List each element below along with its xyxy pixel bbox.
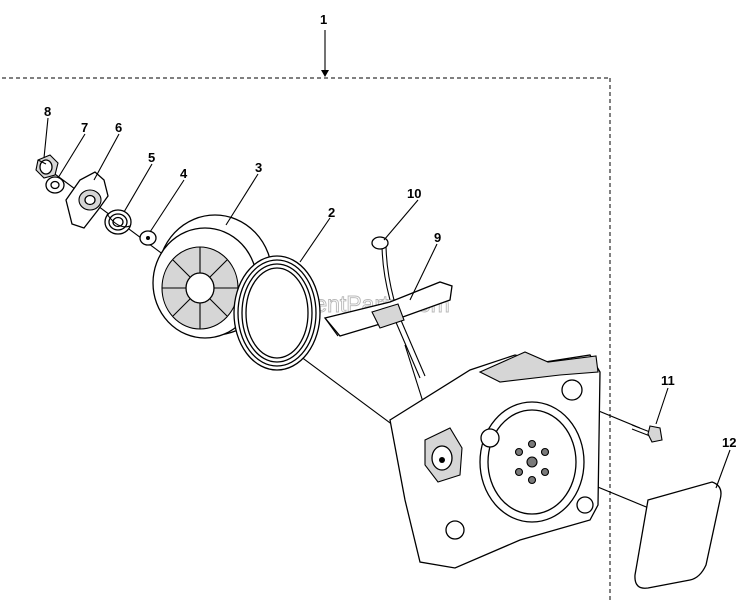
callout-1: 1 [320, 12, 327, 27]
part-5-spring [104, 209, 132, 235]
callout-12: 12 [722, 435, 736, 450]
callout-5: 5 [148, 150, 155, 165]
assembly-boundary [2, 30, 611, 600]
part-12-cover-plate [634, 481, 722, 589]
part-9-handle [323, 281, 453, 337]
part-2-rewind-spring [233, 255, 321, 371]
callout-7: 7 [81, 120, 88, 135]
part-11-screw [631, 424, 663, 443]
part-4-washer [139, 230, 157, 246]
callout-3: 3 [255, 160, 262, 175]
callout-4: 4 [180, 166, 188, 181]
part-7-washer [45, 176, 65, 194]
part-8-screw [35, 154, 59, 179]
part-6-ratchet [65, 171, 109, 229]
callout-10: 10 [407, 186, 421, 201]
callout-11: 11 [661, 373, 675, 388]
callout-9: 9 [434, 230, 441, 245]
part-10-rope [371, 236, 426, 379]
starter-housing [389, 351, 601, 569]
callout-8: 8 [44, 104, 51, 119]
callout-leaders [43, 117, 731, 489]
callout-labels: 1 2 3 4 5 6 7 8 9 10 11 12 [44, 12, 736, 450]
callout-6: 6 [115, 120, 122, 135]
callout-2: 2 [328, 205, 335, 220]
